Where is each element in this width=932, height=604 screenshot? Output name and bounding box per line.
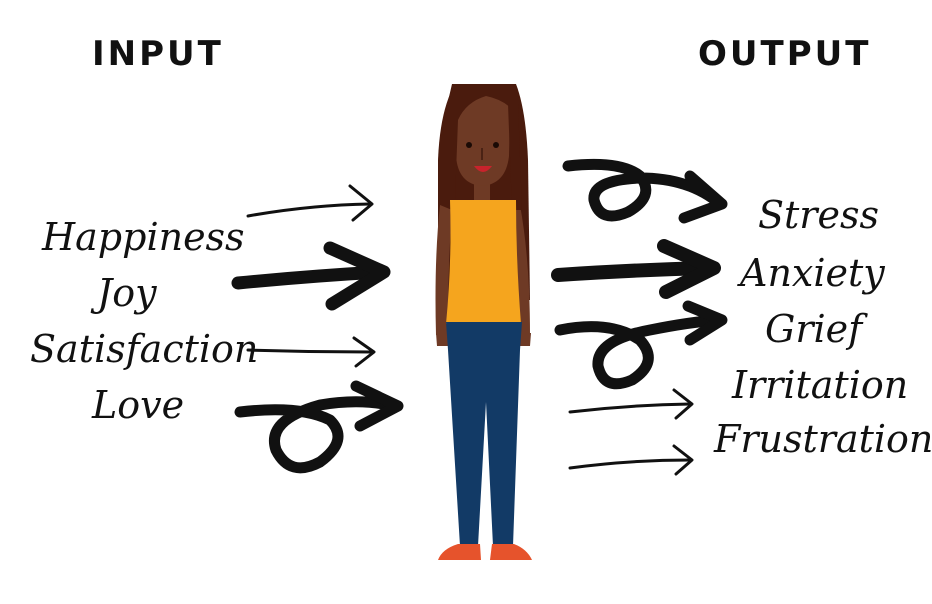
right-shoe xyxy=(490,544,532,560)
yellow-top xyxy=(446,200,521,324)
right-hand xyxy=(518,333,531,346)
output-word-stress: Stress xyxy=(758,193,879,237)
left-shoe xyxy=(438,544,481,560)
hair-front xyxy=(446,84,516,200)
output-arrow-thin-lower xyxy=(568,444,694,476)
input-arrow-loop xyxy=(234,380,404,474)
output-heading: OUTPUT xyxy=(698,34,872,74)
pants xyxy=(446,322,522,546)
mouth xyxy=(474,166,492,172)
output-word-anxiety: Anxiety xyxy=(740,251,885,295)
output-arrow-thin-upper xyxy=(568,388,694,420)
output-word-frustration: Frustration xyxy=(714,417,932,461)
face xyxy=(455,92,510,186)
input-word-happiness: Happiness xyxy=(42,215,245,259)
left-hand xyxy=(436,333,449,346)
input-arrow-thin-middle xyxy=(246,336,376,368)
output-word-grief: Grief xyxy=(765,307,863,351)
output-arrow-thick xyxy=(551,239,721,299)
hair-right-strand xyxy=(508,104,522,210)
output-arrow-loop-bottom xyxy=(554,300,728,390)
input-arrow-thin-top xyxy=(246,184,374,222)
input-word-love: Love xyxy=(92,383,185,427)
woman-figure xyxy=(435,84,532,560)
input-word-satisfaction: Satisfaction xyxy=(30,327,259,371)
input-heading: INPUT xyxy=(92,34,224,74)
input-word-joy: Joy xyxy=(97,271,157,315)
input-arrow-thick xyxy=(231,241,391,311)
output-arrow-loop-top xyxy=(562,158,728,224)
output-word-irritation: Irritation xyxy=(732,363,909,407)
right-eye xyxy=(493,142,499,148)
left-eye xyxy=(466,142,472,148)
